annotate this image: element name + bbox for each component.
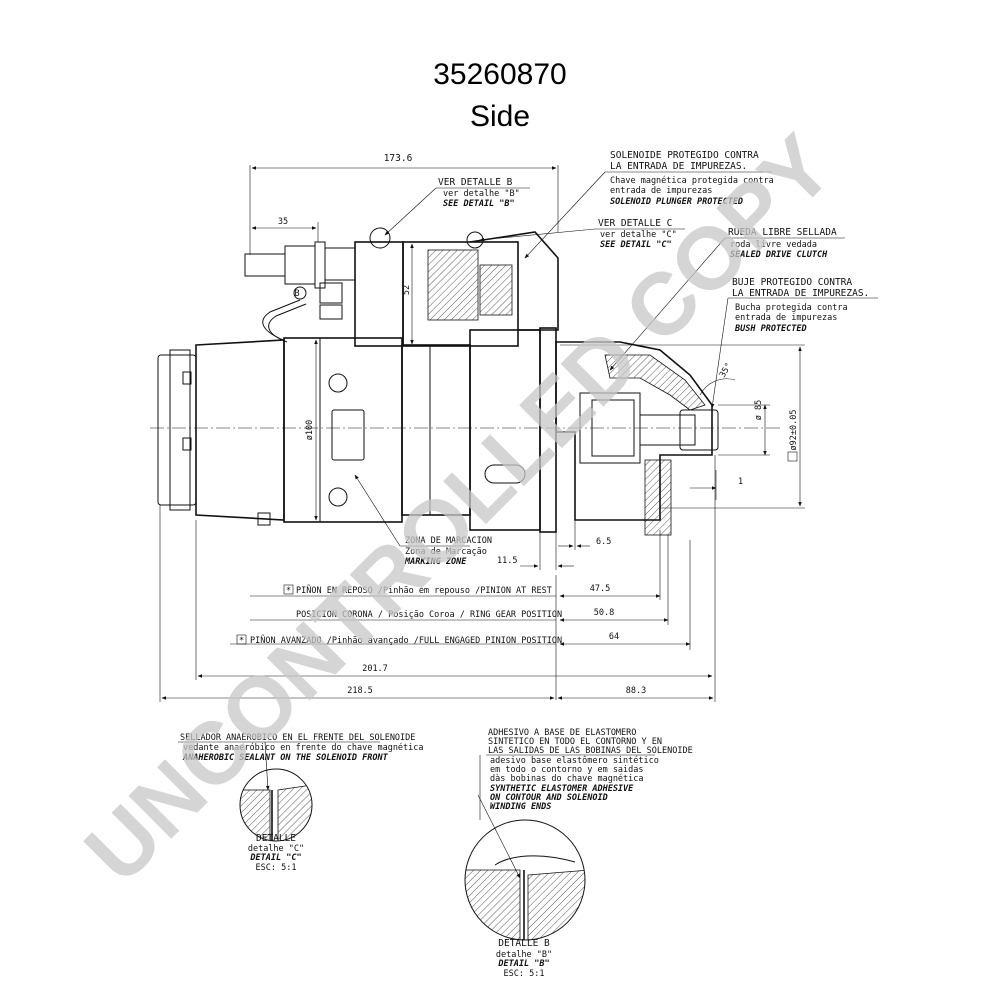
svg-text:BUJE PROTEGIDO CONTRA: BUJE PROTEGIDO CONTRA: [732, 277, 852, 288]
svg-text:VER DETALLE B: VER DETALLE B: [438, 177, 513, 188]
svg-text:Bucha protegida contra: Bucha protegida contra: [735, 303, 848, 313]
dim-52: 52: [402, 285, 412, 295]
svg-text:SELLADOR ANAEROBICO EN EL FREN: SELLADOR ANAEROBICO EN EL FRENTE DEL SOL…: [180, 733, 415, 743]
svg-text:VER DETALLE C: VER DETALLE C: [598, 218, 672, 229]
dimension-lines: 173.6 35 52 ø100 ø 85 ø92±0.05 35° 1: [159, 153, 805, 702]
svg-text:dàs bobinas do chave magnética: dàs bobinas do chave magnética: [490, 773, 644, 784]
svg-text:SEALED DRIVE CLUTCH: SEALED DRIVE CLUTCH: [730, 250, 828, 260]
svg-text:SOLENOID PLUNGER PROTECTED: SOLENOID PLUNGER PROTECTED: [610, 197, 743, 207]
svg-text:ESC: 5:1: ESC: 5:1: [256, 863, 297, 873]
svg-text:LAS SALIDAS DE LAS BOBINAS DEL: LAS SALIDAS DE LAS BOBINAS DEL SOLENOIDE: [488, 746, 693, 756]
svg-text:entrada de impurezas: entrada de impurezas: [735, 313, 837, 323]
dim-35: 35: [278, 217, 288, 227]
dim-dia-85: ø 85: [754, 400, 764, 420]
dim-201-7: 201.7: [362, 664, 388, 674]
svg-text:SINTETICO EN TODO EL CONTORNO: SINTETICO EN TODO EL CONTORNO Y EN: [488, 737, 662, 747]
svg-text:vedante anaeróbico en frente d: vedante anaeróbico en frente do chave ma…: [183, 742, 424, 753]
svg-text:DETALLE B: DETALLE B: [498, 938, 550, 949]
detail-c: SELLADOR ANAEROBICO EN EL FRENTE DEL SOL…: [178, 733, 424, 873]
svg-text:detalhe "C": detalhe "C": [248, 844, 304, 854]
svg-text:WINDING ENDS: WINDING ENDS: [490, 802, 551, 812]
svg-text:ANAHEROBIC SEALANT ON THE SOLE: ANAHEROBIC SEALANT ON THE SOLENOID FRONT: [182, 753, 389, 763]
svg-text:adesivo base elastômero sintét: adesivo base elastômero sintético: [490, 755, 659, 766]
svg-text:em todo o contorno y em saidas: em todo o contorno y em saidas: [490, 765, 644, 775]
svg-text:roda livre vedada: roda livre vedada: [730, 240, 817, 250]
dim-angle-35: 35°: [718, 361, 734, 379]
dim-64: 64: [609, 632, 619, 642]
marker-b: B: [294, 289, 299, 299]
svg-text:SOLENOIDE PROTEGIDO CONTRA: SOLENOIDE PROTEGIDO CONTRA: [610, 150, 759, 161]
svg-text:MARKING ZONE: MARKING ZONE: [404, 557, 467, 567]
dim-50-8: 50.8: [594, 608, 614, 618]
callout-marking-zone: ZONA DE MARCACION Zona de Marcação MARKI…: [354, 474, 492, 567]
watermark: UNCONTROLLED COPY: [66, 116, 852, 902]
label-pinion-rest: PIÑON EN REPOSO /Pinhão em repouso /PINI…: [296, 585, 552, 596]
svg-text:DETALLE: DETALLE: [256, 833, 296, 844]
svg-text:SEE DETAIL "C": SEE DETAIL "C": [600, 240, 672, 250]
star-rest: *: [286, 586, 291, 596]
svg-text:DETAIL "C": DETAIL "C": [249, 853, 301, 863]
callout-detail-c: VER DETALLE C ver detalhe "C" SEE DETAIL…: [479, 218, 685, 250]
svg-text:ZONA DE MARCACION: ZONA DE MARCACION: [405, 536, 492, 546]
svg-text:Chave magnética protegida cont: Chave magnética protegida contra: [610, 175, 774, 186]
svg-text:BUSH PROTECTED: BUSH PROTECTED: [734, 324, 807, 334]
svg-text:ON CONTOUR AND SOLENOID: ON CONTOUR AND SOLENOID: [490, 793, 608, 803]
dim-6-5: 6.5: [596, 537, 611, 547]
dim-173-6: 173.6: [384, 153, 413, 164]
dim-218-5: 218.5: [347, 686, 373, 696]
label-ring-gear: POSICION CORONA / Posição Coroa / RING G…: [296, 610, 562, 620]
svg-text:ver detalhe "C": ver detalhe "C": [600, 230, 677, 240]
svg-text:SEE DETAIL "B": SEE DETAIL "B": [443, 199, 515, 209]
dim-88-3: 88.3: [626, 686, 646, 696]
svg-text:RUEDA LIBRE SELLADA: RUEDA LIBRE SELLADA: [728, 227, 837, 238]
svg-text:SYNTHETIC ELASTOMER ADHESIVE: SYNTHETIC ELASTOMER ADHESIVE: [490, 784, 634, 794]
svg-text:DETAIL "B": DETAIL "B": [497, 959, 549, 969]
callout-detail-b: VER DETALLE B ver detalhe "B" SEE DETAIL…: [384, 177, 530, 236]
star-engaged: *: [239, 636, 244, 646]
callout-bush: BUJE PROTEGIDO CONTRA LA ENTRADA DE IMPU…: [710, 277, 878, 409]
dim-dia-100: ø100: [305, 420, 315, 440]
starter-motor-drawing: B: [150, 227, 780, 536]
dim-dia-92: ø92±0.05: [789, 410, 799, 451]
svg-text:entrada de impurezas: entrada de impurezas: [610, 186, 712, 196]
dim-gap-1: 1: [738, 477, 743, 487]
svg-text:ADHESIVO A BASE DE ELASTOMERO: ADHESIVO A BASE DE ELASTOMERO: [488, 728, 636, 738]
dim-11-5: 11.5: [497, 556, 517, 566]
pinion-position-labels: * PIÑON EN REPOSO /Pinhão em repouso /PI…: [230, 584, 562, 646]
svg-text:detalhe "B": detalhe "B": [496, 950, 552, 960]
svg-text:ver detalhe "B": ver detalhe "B": [443, 189, 520, 199]
callout-clutch: RUEDA LIBRE SELLADA roda livre vedada SE…: [609, 227, 845, 371]
label-pinion-engaged: PIÑON AVANZADO /Pinhão avançado /FULL EN…: [250, 635, 562, 646]
svg-text:LA ENTRADA DE IMPUREZAS.: LA ENTRADA DE IMPUREZAS.: [732, 288, 869, 299]
part-number-title: 35260870: [433, 58, 566, 91]
svg-text:ESC: 5:1: ESC: 5:1: [504, 969, 545, 979]
view-title: Side: [470, 100, 530, 133]
detail-b: ADHESIVO A BASE DE ELASTOMERO SINTETICO …: [464, 728, 693, 979]
callout-solenoid: SOLENOIDE PROTEGIDO CONTRA LA ENTRADA DE…: [524, 150, 774, 259]
dim-47-5: 47.5: [590, 584, 610, 594]
svg-text:LA ENTRADA DE IMPUREZAS.: LA ENTRADA DE IMPUREZAS.: [610, 161, 747, 172]
svg-text:Zona de Marcação: Zona de Marcação: [405, 547, 487, 557]
